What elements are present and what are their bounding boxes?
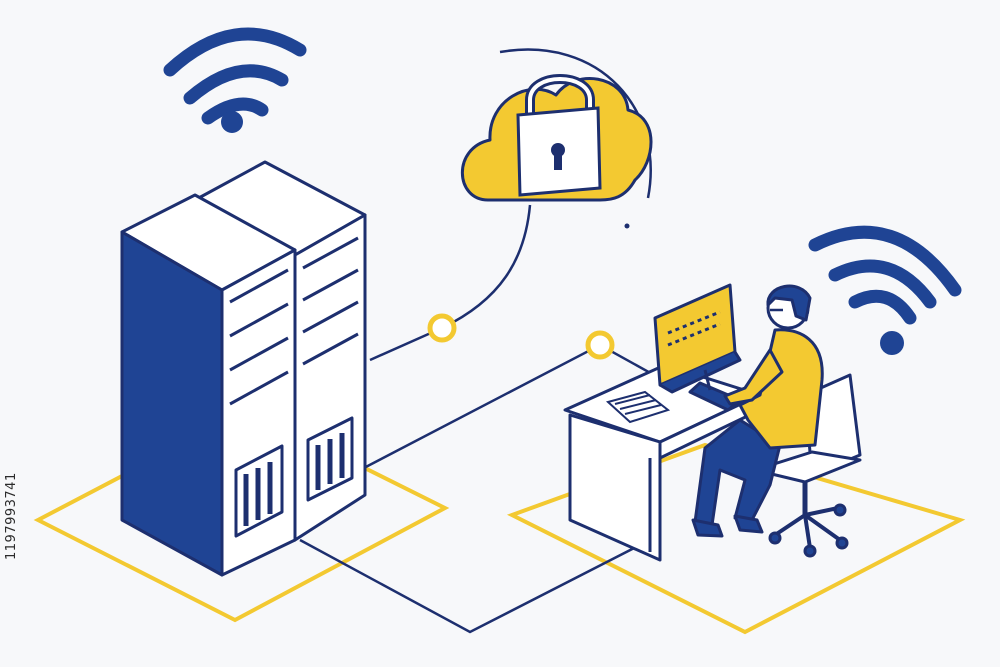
orbit-end-dot [624, 223, 630, 229]
padlock-shackle-highlight [528, 77, 592, 120]
monitor-icon [653, 283, 742, 412]
person-torso [738, 328, 824, 450]
connection-node-ring [427, 313, 457, 343]
wifi-icon [163, 27, 307, 133]
wifi-icon [808, 225, 962, 355]
keyboard-icon [605, 390, 671, 424]
server-rack [193, 160, 367, 542]
person-hair [766, 284, 812, 322]
network-line-server-to-desk [299, 538, 641, 634]
server-rack [120, 193, 297, 577]
person-figure [691, 284, 824, 538]
person-legs [693, 418, 782, 527]
image-id-label: 1197993741 [4, 472, 19, 560]
cloud-lock-icon [460, 74, 653, 202]
cloud-orbit-arc [499, 48, 652, 199]
person-shoes [691, 514, 764, 538]
person-arm [723, 348, 784, 406]
connection-node-ring [585, 330, 615, 360]
